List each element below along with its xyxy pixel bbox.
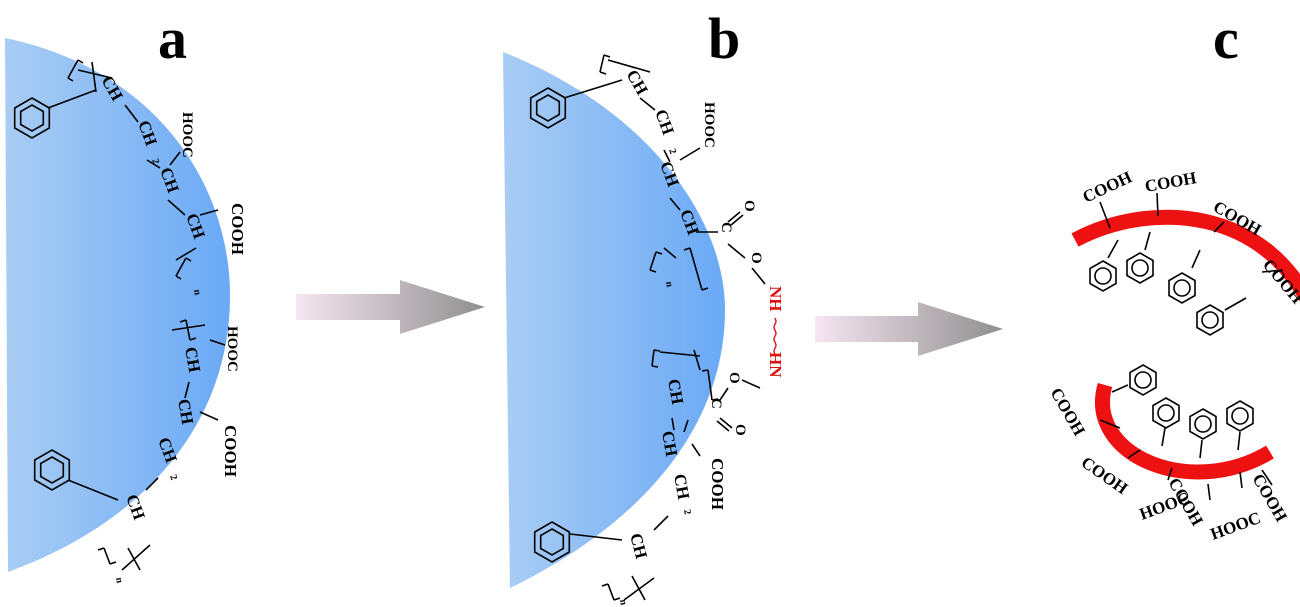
- carbonyl-carbon-label: C: [708, 398, 724, 409]
- ch-label: CH: [664, 377, 687, 405]
- panel-label-c: c: [1213, 6, 1239, 71]
- panel-c: c COOH COOH COOH COOH: [1047, 6, 1300, 544]
- benzene-ring-icon: [1226, 400, 1254, 432]
- subscript-2: 2: [167, 473, 179, 481]
- ch-label: CH: [181, 345, 204, 373]
- panel-label-a: a: [158, 6, 187, 71]
- benzene-ring-icon: [1168, 272, 1196, 304]
- benzene-ring-icon: [1196, 304, 1224, 336]
- panel-b: b CH CH 2 CH HOOC CH C O O n: [503, 6, 785, 606]
- hollow-shell-upper: COOH COOH COOH COOH: [1071, 167, 1300, 336]
- repeat-n: n: [617, 599, 629, 607]
- carbonyl-carbon-label: C: [718, 222, 734, 233]
- oxygen-label: O: [732, 424, 748, 436]
- right-arrow-icon: [296, 280, 485, 334]
- right-arrow-icon: [815, 302, 1003, 356]
- hollow-shell-lower: COOH HOOC COOH COOH HOOC COOH HOOC COOH: [1047, 364, 1291, 544]
- hooc-label: HOOC: [179, 112, 195, 158]
- ch-label: CH: [122, 492, 149, 522]
- repeat-n: n: [191, 289, 203, 297]
- ch2-label: CH: [651, 107, 678, 137]
- repeat-n: n: [113, 577, 125, 585]
- benzene-ring-icon: [1152, 397, 1180, 429]
- cooh-label: COOH: [1080, 167, 1135, 206]
- benzene-ring-icon: [1129, 364, 1157, 396]
- repeat-n: n: [663, 281, 675, 289]
- cooh-label: COOH: [1047, 385, 1089, 439]
- cooh-label: COOH: [1259, 255, 1300, 307]
- crosslinker-diamine: NH HN: [766, 286, 785, 378]
- ch-label: CH: [174, 397, 197, 425]
- benzene-ring-icon: [1089, 260, 1117, 292]
- ch-label: CH: [626, 531, 651, 561]
- oxygen-label: O: [726, 372, 742, 384]
- hooc-label: HOOC: [701, 102, 717, 148]
- nh-label: NH: [766, 286, 785, 312]
- hooc-label: HOOC: [224, 326, 240, 372]
- oxygen-label: O: [748, 252, 764, 264]
- benzene-ring-icon: [1189, 408, 1217, 440]
- ch-label: CH: [658, 429, 681, 457]
- subscript-2: 2: [666, 147, 678, 155]
- hooc-label: HOOC: [1208, 508, 1263, 544]
- hn-label: HN: [766, 352, 785, 378]
- particle-a: [5, 38, 231, 572]
- oxygen-label: O: [741, 200, 757, 212]
- subscript-2: 2: [149, 157, 161, 165]
- ch2-label: CH: [670, 472, 693, 500]
- cooh-label: COOH: [1143, 168, 1197, 196]
- cooh-label: COOH: [221, 425, 240, 477]
- subscript-2: 2: [681, 509, 693, 516]
- cooh-label: COOH: [228, 203, 247, 255]
- cooh-label: COOH: [1078, 453, 1131, 498]
- benzene-ring-icon: [1126, 252, 1154, 284]
- panel-label-b: b: [708, 6, 740, 71]
- panel-a: a CH CH 2 CH HOOC CH COOH n: [5, 6, 247, 584]
- particle-b: [503, 52, 725, 588]
- cooh-label: COOH: [708, 458, 727, 510]
